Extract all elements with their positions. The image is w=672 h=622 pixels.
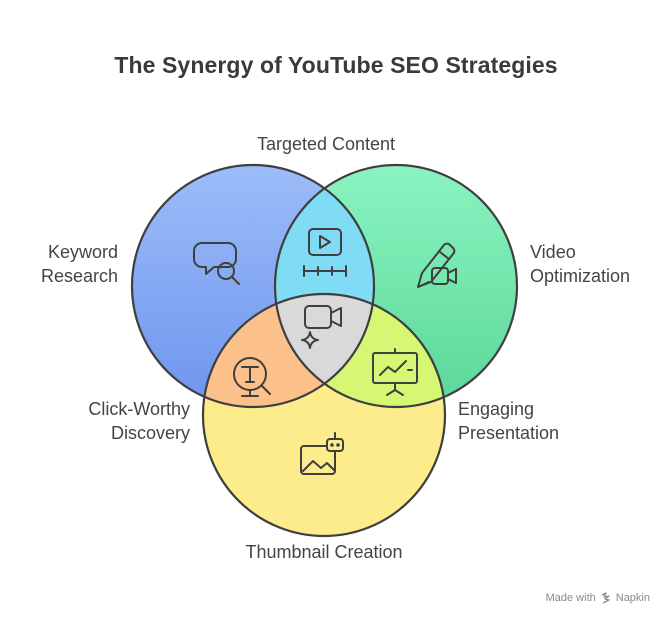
- search-chat-icon: [193, 242, 240, 285]
- label-click-worthy-line1: Click-Worthy: [88, 399, 190, 419]
- label-targeted-content: Targeted Content: [206, 132, 446, 156]
- label-keyword-research-line2: Research: [40, 266, 118, 286]
- text-magnify-icon: [233, 357, 271, 397]
- intersection-keyword-thumbnail: [203, 294, 374, 407]
- chart-board-icon: [372, 348, 418, 396]
- label-video-optimization: Video Optimization: [530, 240, 670, 288]
- label-click-worthy-line2: Discovery: [110, 423, 190, 443]
- label-engaging-presentation-line1: Engaging: [458, 399, 535, 419]
- intersection-video-thumbnail: [275, 294, 445, 407]
- footer-brand: Napkin: [615, 592, 650, 604]
- label-video-optimization-line2: Optimization: [530, 266, 631, 286]
- footer-made-with: Made with: [545, 592, 596, 604]
- label-engaging-presentation: Engaging Presentation: [458, 397, 658, 445]
- video-timeline-icon: [303, 228, 347, 277]
- label-click-worthy-discovery: Click-Worthy Discovery: [0, 397, 190, 445]
- diagram-title: The Synergy of YouTube SEO Strategies: [114, 52, 558, 78]
- label-keyword-research: Keyword Research: [0, 240, 118, 288]
- label-targeted-content-text: Targeted Content: [256, 134, 396, 154]
- label-thumbnail-creation-text: Thumbnail Creation: [245, 542, 403, 562]
- napkin-logo-icon: [601, 592, 610, 604]
- made-with-napkin: Made with Napkin: [546, 592, 650, 604]
- label-engaging-presentation-line2: Presentation: [458, 423, 560, 443]
- image-bot-icon: [300, 432, 344, 475]
- pencil-video-icon: [417, 242, 457, 288]
- label-video-optimization-line1: Video: [530, 242, 576, 262]
- label-keyword-research-line1: Keyword: [47, 242, 118, 262]
- circle-outlines: [130, 163, 519, 538]
- label-thumbnail-creation: Thumbnail Creation: [184, 540, 464, 564]
- video-sparkle-icon: [301, 305, 342, 349]
